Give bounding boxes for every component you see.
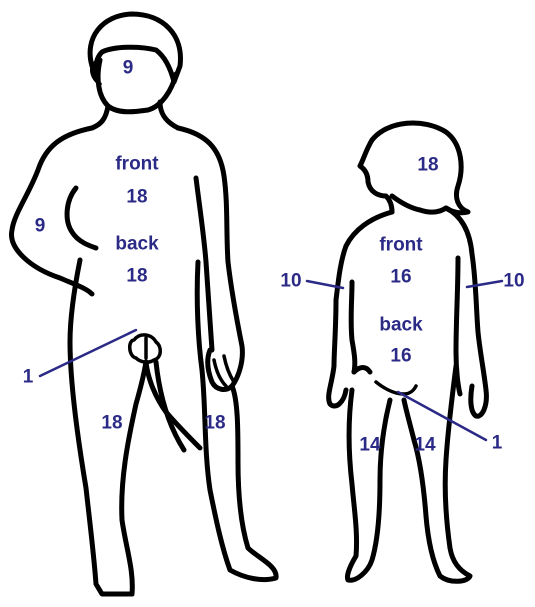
child-left-inner-arm [351,282,355,372]
child-left-waist [354,368,370,373]
child-front-value: 16 [390,267,411,288]
adult-head-value: 9 [123,58,134,79]
child-left-arm-value: 10 [280,271,301,292]
adult-genital-leader-line [40,330,136,376]
child-left-leg-value: 14 [359,435,381,456]
child-right-leg [404,366,470,581]
adult-right-hand-fingers [214,356,234,386]
child-front-word: front [379,235,423,256]
adult-front-value: 18 [126,187,147,208]
child-genital-value: 1 [492,433,503,454]
child-face [360,140,392,212]
child-left-leg [347,390,390,580]
adult-right-leg-value: 18 [204,413,225,434]
adult-back-word: back [115,234,159,255]
adult-left-armpit [67,188,96,248]
adult-neck-left [92,106,108,128]
adult-front-word: front [115,154,159,175]
child-head-value: 18 [417,155,438,176]
child-crotch [376,382,416,394]
adult-back-value: 18 [126,266,147,287]
adult-arm-value: 9 [35,216,46,237]
adult-face [98,60,176,112]
adult-left-leg-value: 18 [101,413,122,434]
child-right-arm-leader-line [467,281,502,287]
child-back-value: 16 [390,346,411,367]
child-right-leg-value: 14 [414,435,436,456]
adult-neck-right [160,102,178,128]
adult-hair [90,14,180,82]
adult-genitals [130,335,161,362]
child-back-word: back [379,315,423,336]
child-right-arm-value: 10 [503,271,524,292]
adult-figure [12,14,277,594]
adult-genital-value: 1 [23,367,34,388]
